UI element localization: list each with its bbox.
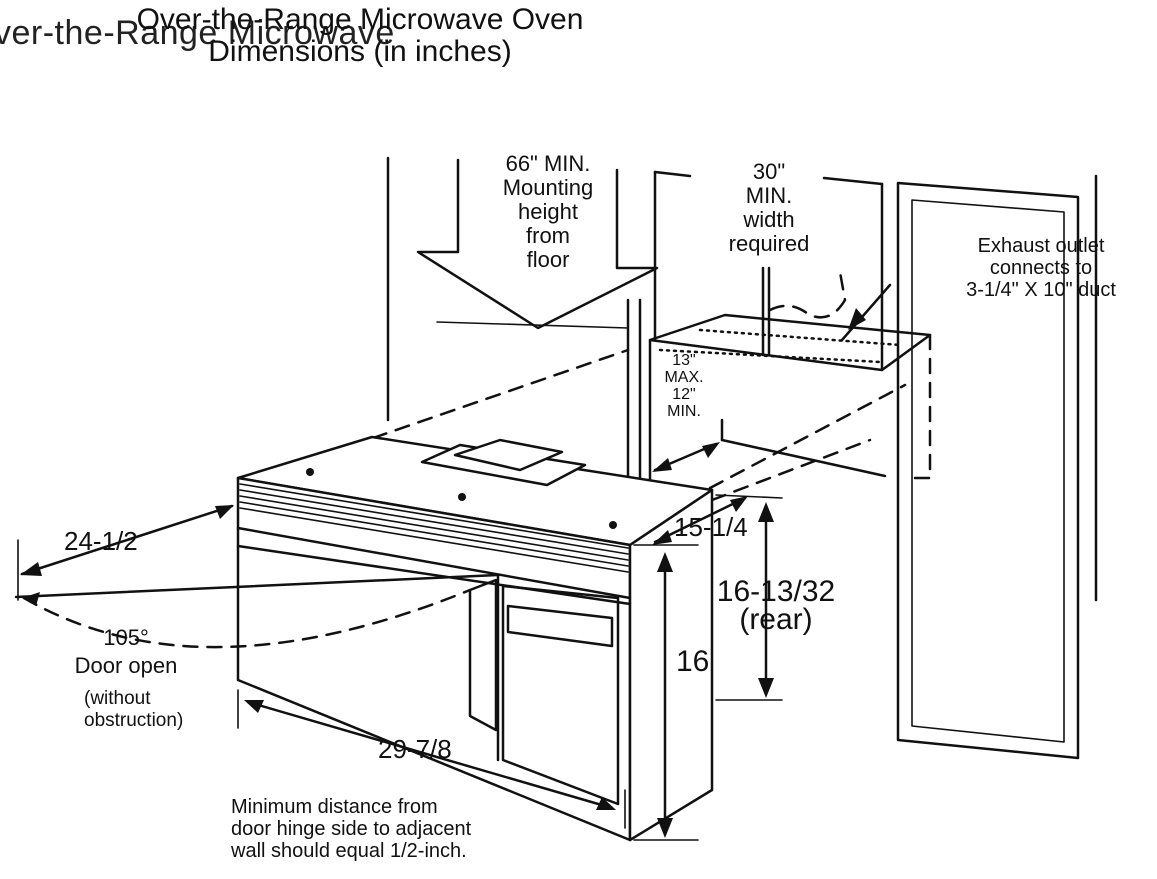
exhaust-line-1: Exhaust outlet	[977, 235, 1105, 257]
exhaust-line-2: connects to	[989, 257, 1093, 279]
rear-tick-top	[715, 494, 783, 499]
diagram-title: Over-the-Range Microwave Oven Dimensions…	[80, 4, 640, 68]
height-arrowhead-bottom	[657, 818, 673, 838]
mounting-height-arrow	[416, 158, 659, 330]
depth-arrow	[653, 496, 747, 544]
door-angle-value: 105°	[103, 625, 149, 650]
door-swing-arc	[22, 588, 472, 649]
ghost-title: ver-the-Range Microwave	[0, 14, 395, 52]
arc-arrowhead	[22, 592, 40, 606]
perspective-dash-3	[710, 438, 872, 502]
display-window	[506, 604, 614, 648]
width-arrowhead-left	[244, 700, 264, 713]
width-arrow	[246, 700, 614, 810]
depth-value: 15-1/4	[674, 512, 748, 542]
cabinet-stipple-2	[698, 328, 902, 347]
clearance-arrow	[20, 504, 234, 576]
height-arrowhead-top	[657, 552, 673, 572]
door-open-note-line-1: (without	[84, 688, 151, 709]
top-screw-1	[306, 468, 314, 476]
depth-arrowhead-2	[730, 496, 748, 512]
height-rear-label: 16-13/32 (rear)	[706, 575, 846, 636]
cabinet-depth-line-4: MIN.	[667, 403, 701, 420]
cabinet-depth-line-1: 13"	[672, 352, 696, 369]
cabinet-top-left	[653, 170, 692, 178]
exhaust-outlet-dashed	[768, 270, 847, 319]
hinge-note: Minimum distance from door hinge side to…	[231, 796, 471, 862]
hinge-note-line-2: door hinge side to adjacent	[231, 818, 472, 840]
clearance-arrowhead-left	[20, 562, 42, 576]
width-required-line-3: width	[743, 207, 795, 232]
height-rear-caption: (rear)	[739, 603, 813, 636]
mounting-height-line-3: height	[518, 199, 578, 224]
cabinet-depth-line-2: MAX.	[664, 369, 704, 386]
rear-arrowhead-bottom	[758, 678, 774, 698]
hinge-note-line-3: wall should equal 1/2-inch.	[231, 840, 467, 862]
title-line-1: Over-the-Range Microwave Oven	[136, 3, 584, 36]
door-open-line	[14, 573, 500, 599]
top-screw-3	[609, 521, 617, 529]
exhaust-outlet-label: Exhaust outlet connects to 3-1/4" X 10" …	[936, 235, 1146, 301]
depth-arrow-head-2	[702, 442, 720, 458]
door-open-note: (without obstruction)	[84, 688, 183, 732]
door-open-label: Door open	[74, 653, 178, 678]
width-arrowhead-right	[596, 797, 616, 810]
door-handle	[468, 578, 498, 732]
mounting-height-line-4: from	[526, 223, 570, 248]
adjacent-cabinet-door	[896, 181, 1080, 760]
door-inner-panel	[911, 199, 1065, 743]
width-required-line-4: required	[728, 231, 810, 256]
floor-reference-line	[436, 321, 629, 329]
perspective-dash-2	[708, 383, 907, 490]
cabinet-stipple-1	[658, 348, 882, 364]
cabinet-depth-label: 13" MAX. 12" MIN.	[652, 352, 716, 420]
door-open-note-line-2: obstruction)	[84, 710, 184, 731]
perspective-dash-1	[371, 348, 630, 440]
width-required-label: 30" MIN. width required	[704, 160, 834, 256]
microwave-side	[628, 488, 714, 842]
width-required-line-1: 30"	[752, 159, 786, 184]
height-front-value: 16	[676, 645, 710, 678]
cabinet-depth-line-3: 12"	[672, 386, 696, 403]
clearance-arrowhead-right	[215, 505, 234, 519]
top-screw-2	[458, 493, 466, 501]
height-rear-value: 16-13/32	[716, 575, 836, 608]
depth-arrow-head-1	[652, 458, 672, 472]
mounting-height-line-2: Mounting	[502, 175, 594, 200]
door-clearance-value: 24-1/2	[64, 526, 138, 556]
mounting-height-label: 66" MIN. Mounting height from floor	[478, 152, 618, 272]
width-required-line-2: MIN.	[745, 183, 793, 208]
exhaust-leader	[840, 283, 892, 342]
opening-right-dashed	[903, 333, 932, 480]
mounting-height-line-5: floor	[526, 247, 570, 272]
width-value: 29-7/8	[378, 734, 452, 764]
exhaust-arrowhead	[848, 308, 866, 330]
mounting-height-line-1: 66" MIN.	[505, 151, 591, 176]
opening-back-bottom	[720, 438, 887, 478]
depth-arrowhead-1	[652, 530, 672, 545]
vent-grille	[236, 483, 632, 606]
rear-arrowhead-top	[758, 502, 774, 522]
hinge-note-line-1: Minimum distance from	[231, 796, 438, 818]
exhaust-line-3: 3-1/4" X 10" duct	[966, 279, 1116, 301]
top-vent-damper	[453, 438, 564, 472]
cabinet-top-right	[822, 176, 884, 186]
title-line-2: Dimensions (in inches)	[208, 35, 512, 68]
control-panel	[501, 584, 620, 806]
